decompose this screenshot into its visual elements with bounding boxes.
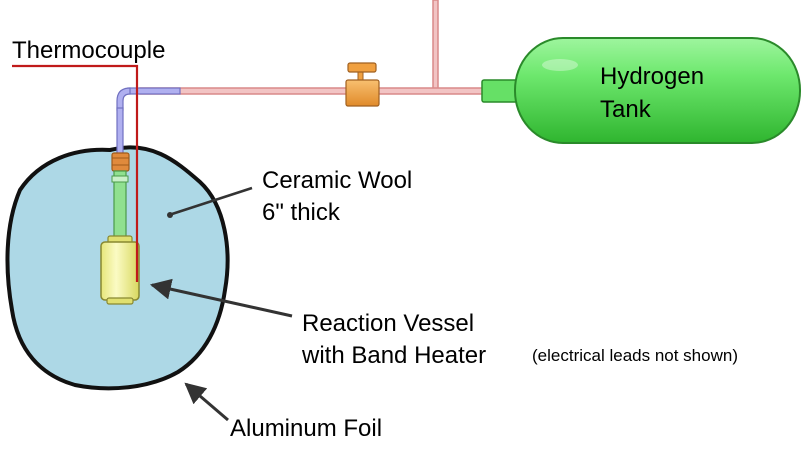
purple-pipe-horizontal (127, 87, 181, 95)
foil-label: Aluminum Foil (230, 415, 382, 442)
ceramic-wool-label-line1: Ceramic Wool (262, 167, 412, 194)
vessel-note: (electrical leads not shown) (532, 346, 738, 365)
ceramic-wool-label-line2: 6" thick (262, 199, 341, 226)
valve-handle (347, 62, 377, 73)
top-pipe-vertical (432, 0, 439, 93)
tank-label-line2: Tank (600, 96, 652, 123)
ceramic-wool-leader (171, 186, 253, 216)
pipe-elbow (116, 87, 131, 111)
vessel-label-line1: Reaction Vessel (302, 310, 474, 337)
vessel-label-line2: with Band Heater (301, 342, 486, 369)
thermocouple-wire (12, 64, 139, 282)
main-pipe (139, 87, 486, 95)
hydrogen-tank (514, 37, 801, 144)
tank-label-line1: Hydrogen (600, 63, 704, 90)
valve-body (345, 79, 380, 107)
thermocouple-label: Thermocouple (12, 37, 165, 64)
foil-arrow (184, 382, 229, 422)
tube-fitting (111, 152, 130, 172)
purple-tube-vertical (116, 107, 124, 155)
reaction-vessel (100, 241, 140, 301)
vessel-arrow (149, 278, 293, 318)
